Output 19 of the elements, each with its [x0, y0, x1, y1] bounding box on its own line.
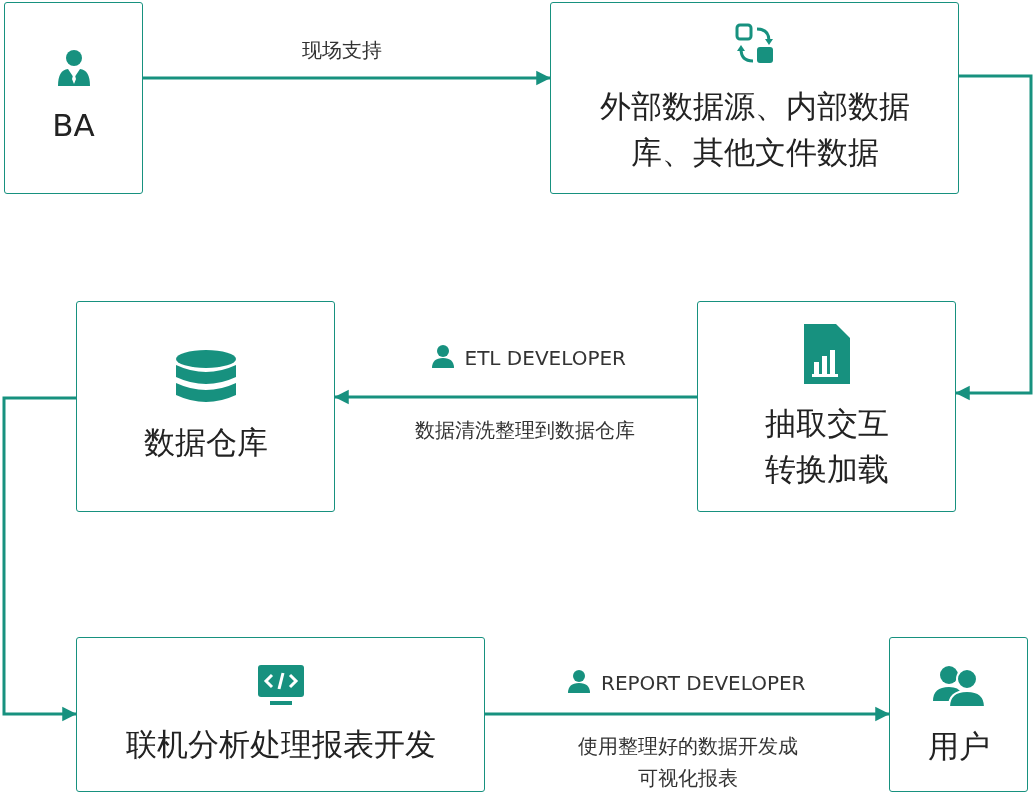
process-box [4, 2, 143, 194]
process-box [697, 301, 956, 512]
arrow [143, 70, 551, 86]
node-label: 外部数据源、内部数据库、其他文件数据 [598, 87, 911, 172]
node-label: 数据仓库 [143, 422, 268, 462]
node-label: 联机分析处理报表开发 [125, 724, 436, 764]
arrow [2, 396, 77, 722]
node-label: 抽取交互转换加载 [763, 403, 890, 489]
arrow [955, 74, 1033, 401]
arrow [334, 389, 697, 405]
process-box [550, 2, 959, 194]
process-box [76, 637, 485, 792]
node-label: BA [52, 106, 95, 145]
node-label: 用户 [927, 726, 990, 766]
arrow [485, 706, 890, 722]
note-text: 使用整理好的数据开发成可视化报表 [577, 733, 799, 792]
process-box [889, 637, 1028, 792]
note-text: 数据清洗整理到数据仓库 [415, 417, 635, 444]
process-box [76, 301, 335, 512]
